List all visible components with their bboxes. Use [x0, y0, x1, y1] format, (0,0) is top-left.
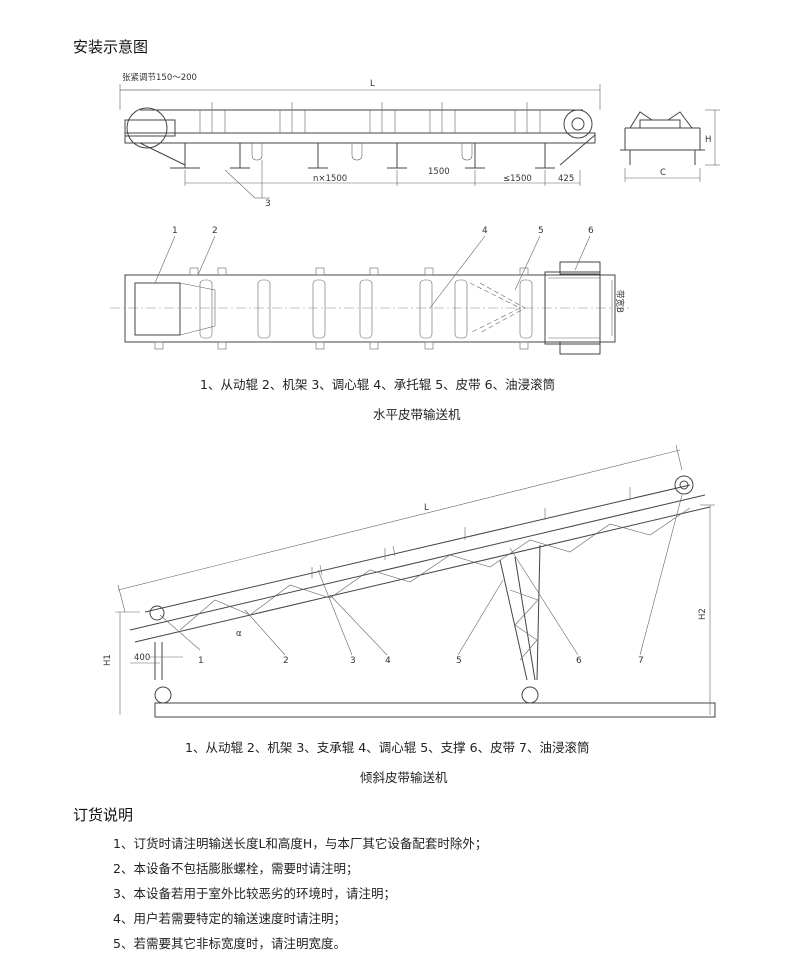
dim-1500: 1500 — [428, 167, 450, 177]
horizontal-end-view — [620, 109, 720, 182]
horizontal-legend: 1、从动辊 2、机架 3、调心辊 4、承托辊 5、皮带 6、油浸滚筒 — [200, 377, 556, 392]
order-note-2: 2、本设备不包括膨胀螺栓，需要时请注明； — [113, 861, 359, 876]
horizontal-title: 水平皮带输送机 — [373, 407, 461, 422]
dim-H2: H2 — [698, 608, 708, 620]
callout-2: 2 — [212, 226, 218, 236]
horizontal-side-view — [119, 84, 601, 199]
inclined-legend: 1、从动辊 2、机架 3、支承辊 4、调心辊 5、支撑 6、皮带 7、油浸滚筒 — [185, 740, 590, 755]
dim-L-top: L — [370, 79, 375, 89]
install-title: 安装示意图 — [73, 38, 149, 56]
dim-400: 400 — [134, 653, 150, 663]
callout-6: 6 — [588, 226, 594, 236]
order-note-3: 3、本设备若用于室外比较恶劣的环境时，请注明； — [113, 886, 396, 901]
callout-5: 5 — [538, 226, 544, 236]
horizontal-plan-view — [110, 235, 630, 355]
dim-le1500: ≤1500 — [503, 174, 532, 184]
incl-callout-5: 5 — [456, 656, 462, 666]
dim-425: 425 — [558, 174, 574, 184]
order-note-1: 1、订货时请注明输送长度L和高度H，与本厂其它设备配套时除外； — [113, 836, 488, 851]
incl-callout-7: 7 — [638, 656, 644, 666]
dim-alpha: α — [236, 629, 242, 639]
callout-4: 4 — [482, 226, 488, 236]
inclined-title: 倾斜皮带输送机 — [360, 770, 448, 785]
dim-tension: 张紧调节150～200 — [122, 73, 197, 83]
dim-C: C — [660, 168, 666, 178]
dim-H1: H1 — [103, 654, 113, 666]
inclined-view — [115, 444, 716, 718]
incl-callout-1: 1 — [198, 656, 204, 666]
dim-L-incline: L — [424, 503, 429, 513]
callout-1: 1 — [172, 226, 178, 236]
order-note-4: 4、用户若需要特定的输送速度时请注明； — [113, 911, 346, 926]
incl-callout-2: 2 — [283, 656, 289, 666]
incl-callout-6: 6 — [576, 656, 582, 666]
callout-3-top: 3 — [265, 199, 271, 209]
dim-n1500: n×1500 — [313, 174, 347, 184]
order-notes-title: 订货说明 — [73, 806, 134, 824]
incl-callout-3: 3 — [350, 656, 356, 666]
order-note-5: 5、若需要其它非标宽度时，请注明宽度。 — [113, 936, 346, 951]
dim-belt-width: 带宽B — [614, 290, 625, 313]
dim-H: H — [705, 135, 711, 145]
incl-callout-4: 4 — [385, 656, 391, 666]
